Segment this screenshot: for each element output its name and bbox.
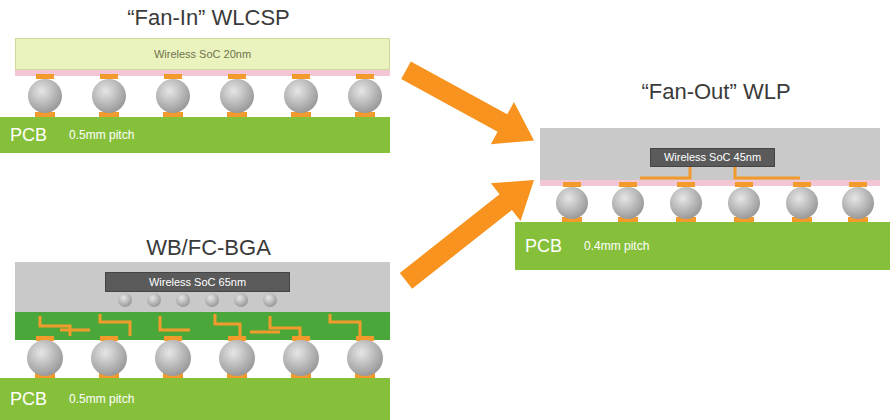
bump-pad [677, 182, 695, 187]
flip-chip-bump [205, 293, 219, 307]
redistribution-layer [15, 70, 390, 76]
solder-ball [284, 79, 318, 113]
bump-pad [164, 74, 182, 79]
chip-label: Wireless SoC 20nm [154, 48, 251, 61]
bump-pad [793, 182, 811, 187]
solder-ball [28, 79, 62, 113]
bump-pad [36, 74, 54, 79]
bump-pad [292, 74, 310, 79]
redistribution-layer [540, 180, 880, 186]
bga-package: WB/FC-BGA Wireless SoC 65nm [15, 234, 402, 312]
rdl-traces [640, 166, 800, 178]
solder-ball [92, 79, 126, 113]
solder-ball [156, 79, 190, 113]
chip-die: Wireless SoC 65nm [105, 272, 290, 292]
solder-ball [786, 187, 818, 219]
bump-pad [563, 182, 581, 187]
bump-pad [356, 74, 374, 79]
chip-die: Wireless SoC 45nm [650, 148, 775, 167]
solder-ball [283, 340, 319, 376]
pitch-label: 0.5mm pitch [69, 128, 134, 142]
solder-ball [670, 187, 702, 219]
solder-ball [155, 340, 191, 376]
transition-arrow [400, 180, 534, 289]
solder-ball [27, 340, 63, 376]
flip-chip-bump [118, 293, 132, 307]
pitch-label: 0.4mm pitch [584, 239, 649, 253]
solder-ball [347, 340, 383, 376]
bump-pad [849, 182, 867, 187]
chip-label: Wireless SoC 45nm [664, 151, 761, 164]
fan-out-package: “Fan-Out” WLP Wireless SoC 45nm [540, 78, 890, 182]
mold-compound [540, 128, 880, 180]
solder-ball [842, 187, 874, 219]
chip-die: Wireless SoC 20nm [15, 38, 390, 70]
substrate-traces [40, 314, 360, 336]
pitch-label: 0.5mm pitch [69, 392, 134, 406]
pcb-board: PCB 0.5mm pitch [0, 378, 390, 420]
chip-label: Wireless SoC 65nm [149, 276, 246, 289]
package-title: WB/FC-BGA [15, 234, 402, 262]
pcb-label: PCB [10, 125, 47, 146]
bump-pad [619, 182, 637, 187]
package-title: “Fan-In” WLCSP [15, 4, 402, 32]
flip-chip-bump [234, 293, 248, 307]
bump-pad [100, 74, 118, 79]
bump-pad [228, 74, 246, 79]
solder-ball [220, 79, 254, 113]
pcb-board: PCB 0.4mm pitch [515, 222, 890, 270]
flip-chip-bump [147, 293, 161, 307]
flip-chip-bump [263, 293, 277, 307]
fan-in-package: “Fan-In” WLCSP Wireless SoC 20nm [15, 4, 402, 76]
solder-ball [728, 187, 760, 219]
bump-pad [735, 182, 753, 187]
solder-ball [612, 187, 644, 219]
package-title: “Fan-Out” WLP [540, 78, 890, 106]
pcb-board: PCB 0.5mm pitch [0, 117, 390, 153]
solder-ball [348, 79, 382, 113]
flip-chip-bump [176, 293, 190, 307]
solder-ball [91, 340, 127, 376]
solder-ball [556, 187, 588, 219]
solder-ball [219, 340, 255, 376]
pcb-label: PCB [525, 236, 562, 257]
bga-substrate [15, 312, 390, 340]
pcb-label: PCB [10, 389, 47, 410]
mold-compound [15, 262, 390, 312]
transition-arrow [401, 61, 534, 144]
